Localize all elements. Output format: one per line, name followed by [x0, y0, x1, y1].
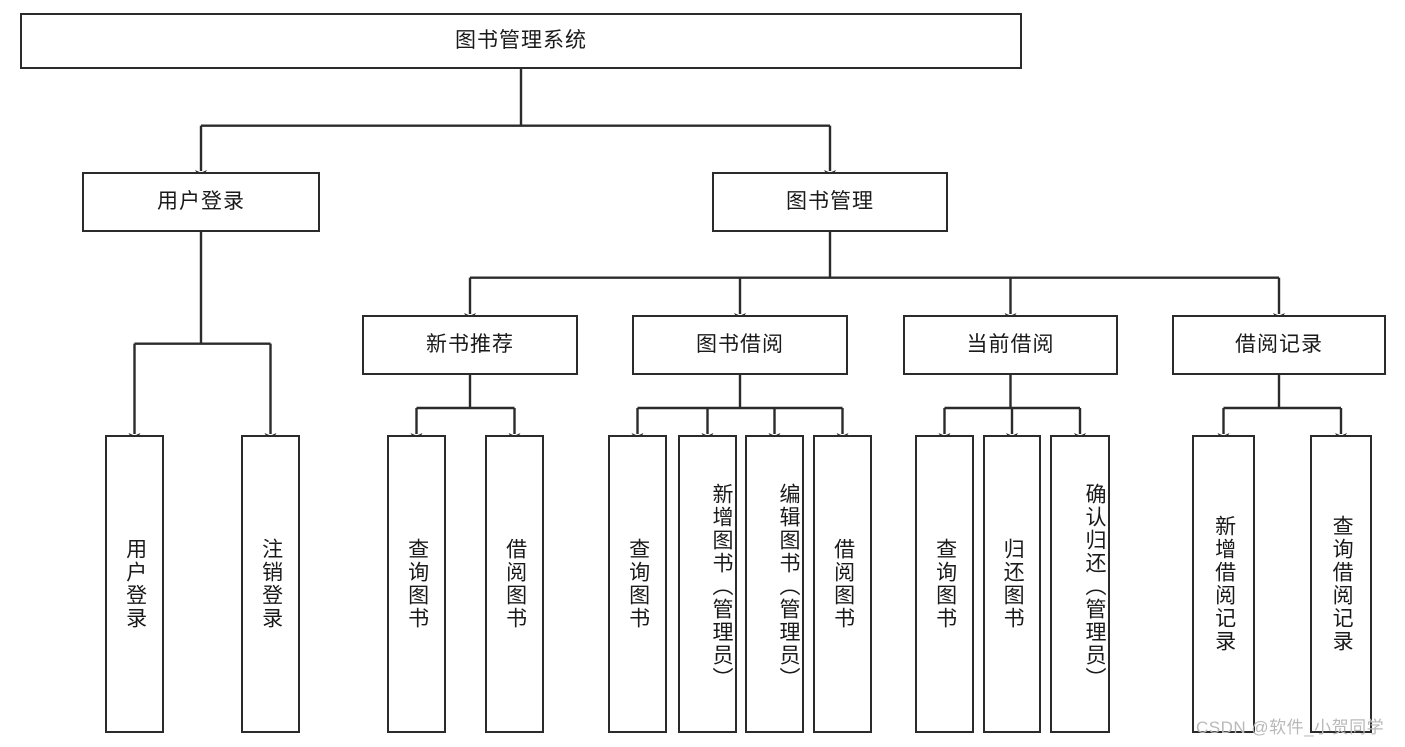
node-leaf-query-book-cb[interactable]: 查询图书: [915, 435, 974, 733]
node-label: 借阅图书: [831, 538, 855, 630]
node-label: 借阅图书: [503, 538, 527, 630]
node-label: 查询图书: [626, 538, 650, 630]
node-book-manage[interactable]: 图书管理: [712, 172, 948, 232]
node-label: 用户登录: [123, 538, 147, 630]
node-borrow-record[interactable]: 借阅记录: [1172, 315, 1386, 375]
node-label: 查询图书: [933, 538, 957, 630]
watermark: CSDN @软件_小贺同学: [1196, 718, 1385, 737]
node-leaf-query-book-rec[interactable]: 查询图书: [387, 435, 446, 733]
node-label: 图书管理系统: [455, 29, 587, 53]
node-leaf-return-book[interactable]: 归还图书: [983, 435, 1041, 733]
node-leaf-add-record[interactable]: 新增借阅记录: [1192, 435, 1255, 733]
node-label: 确认归还（管理员）: [1083, 482, 1106, 690]
node-label: 查询借阅记录: [1330, 515, 1354, 653]
node-label: 新书推荐: [426, 333, 514, 357]
node-user-login[interactable]: 用户登录: [82, 172, 320, 232]
node-label: 用户登录: [157, 190, 245, 214]
node-root[interactable]: 图书管理系统: [20, 13, 1022, 69]
node-leaf-query-book-br[interactable]: 查询图书: [608, 435, 667, 733]
node-current-borrow[interactable]: 当前借阅: [903, 315, 1118, 375]
node-label: 查询图书: [405, 538, 429, 630]
node-leaf-user-login[interactable]: 用户登录: [105, 435, 164, 733]
node-new-book-rec[interactable]: 新书推荐: [362, 315, 578, 375]
node-label: 当前借阅: [966, 333, 1055, 357]
node-label: 新增借阅记录: [1212, 515, 1236, 653]
node-label: 归还图书: [1001, 538, 1025, 630]
node-leaf-edit-book[interactable]: 编辑图书（管理员）: [745, 435, 804, 733]
edge-layer: [128, 69, 1347, 443]
node-label: 新增图书（管理员）: [710, 482, 733, 690]
node-label: 图书管理: [786, 190, 874, 214]
node-label: 借阅记录: [1235, 333, 1323, 357]
node-leaf-confirm-return[interactable]: 确认归还（管理员）: [1050, 435, 1110, 733]
node-leaf-borrow-book-rec[interactable]: 借阅图书: [485, 435, 544, 733]
node-label: 编辑图书（管理员）: [777, 482, 800, 690]
node-leaf-add-book[interactable]: 新增图书（管理员）: [678, 435, 737, 733]
node-leaf-query-record[interactable]: 查询借阅记录: [1310, 435, 1372, 733]
node-leaf-logout[interactable]: 注销登录: [241, 435, 300, 733]
node-book-borrow[interactable]: 图书借阅: [632, 315, 848, 375]
node-leaf-borrow-book-br[interactable]: 借阅图书: [813, 435, 872, 733]
node-label: 图书借阅: [696, 333, 784, 357]
node-label: 注销登录: [259, 538, 283, 630]
